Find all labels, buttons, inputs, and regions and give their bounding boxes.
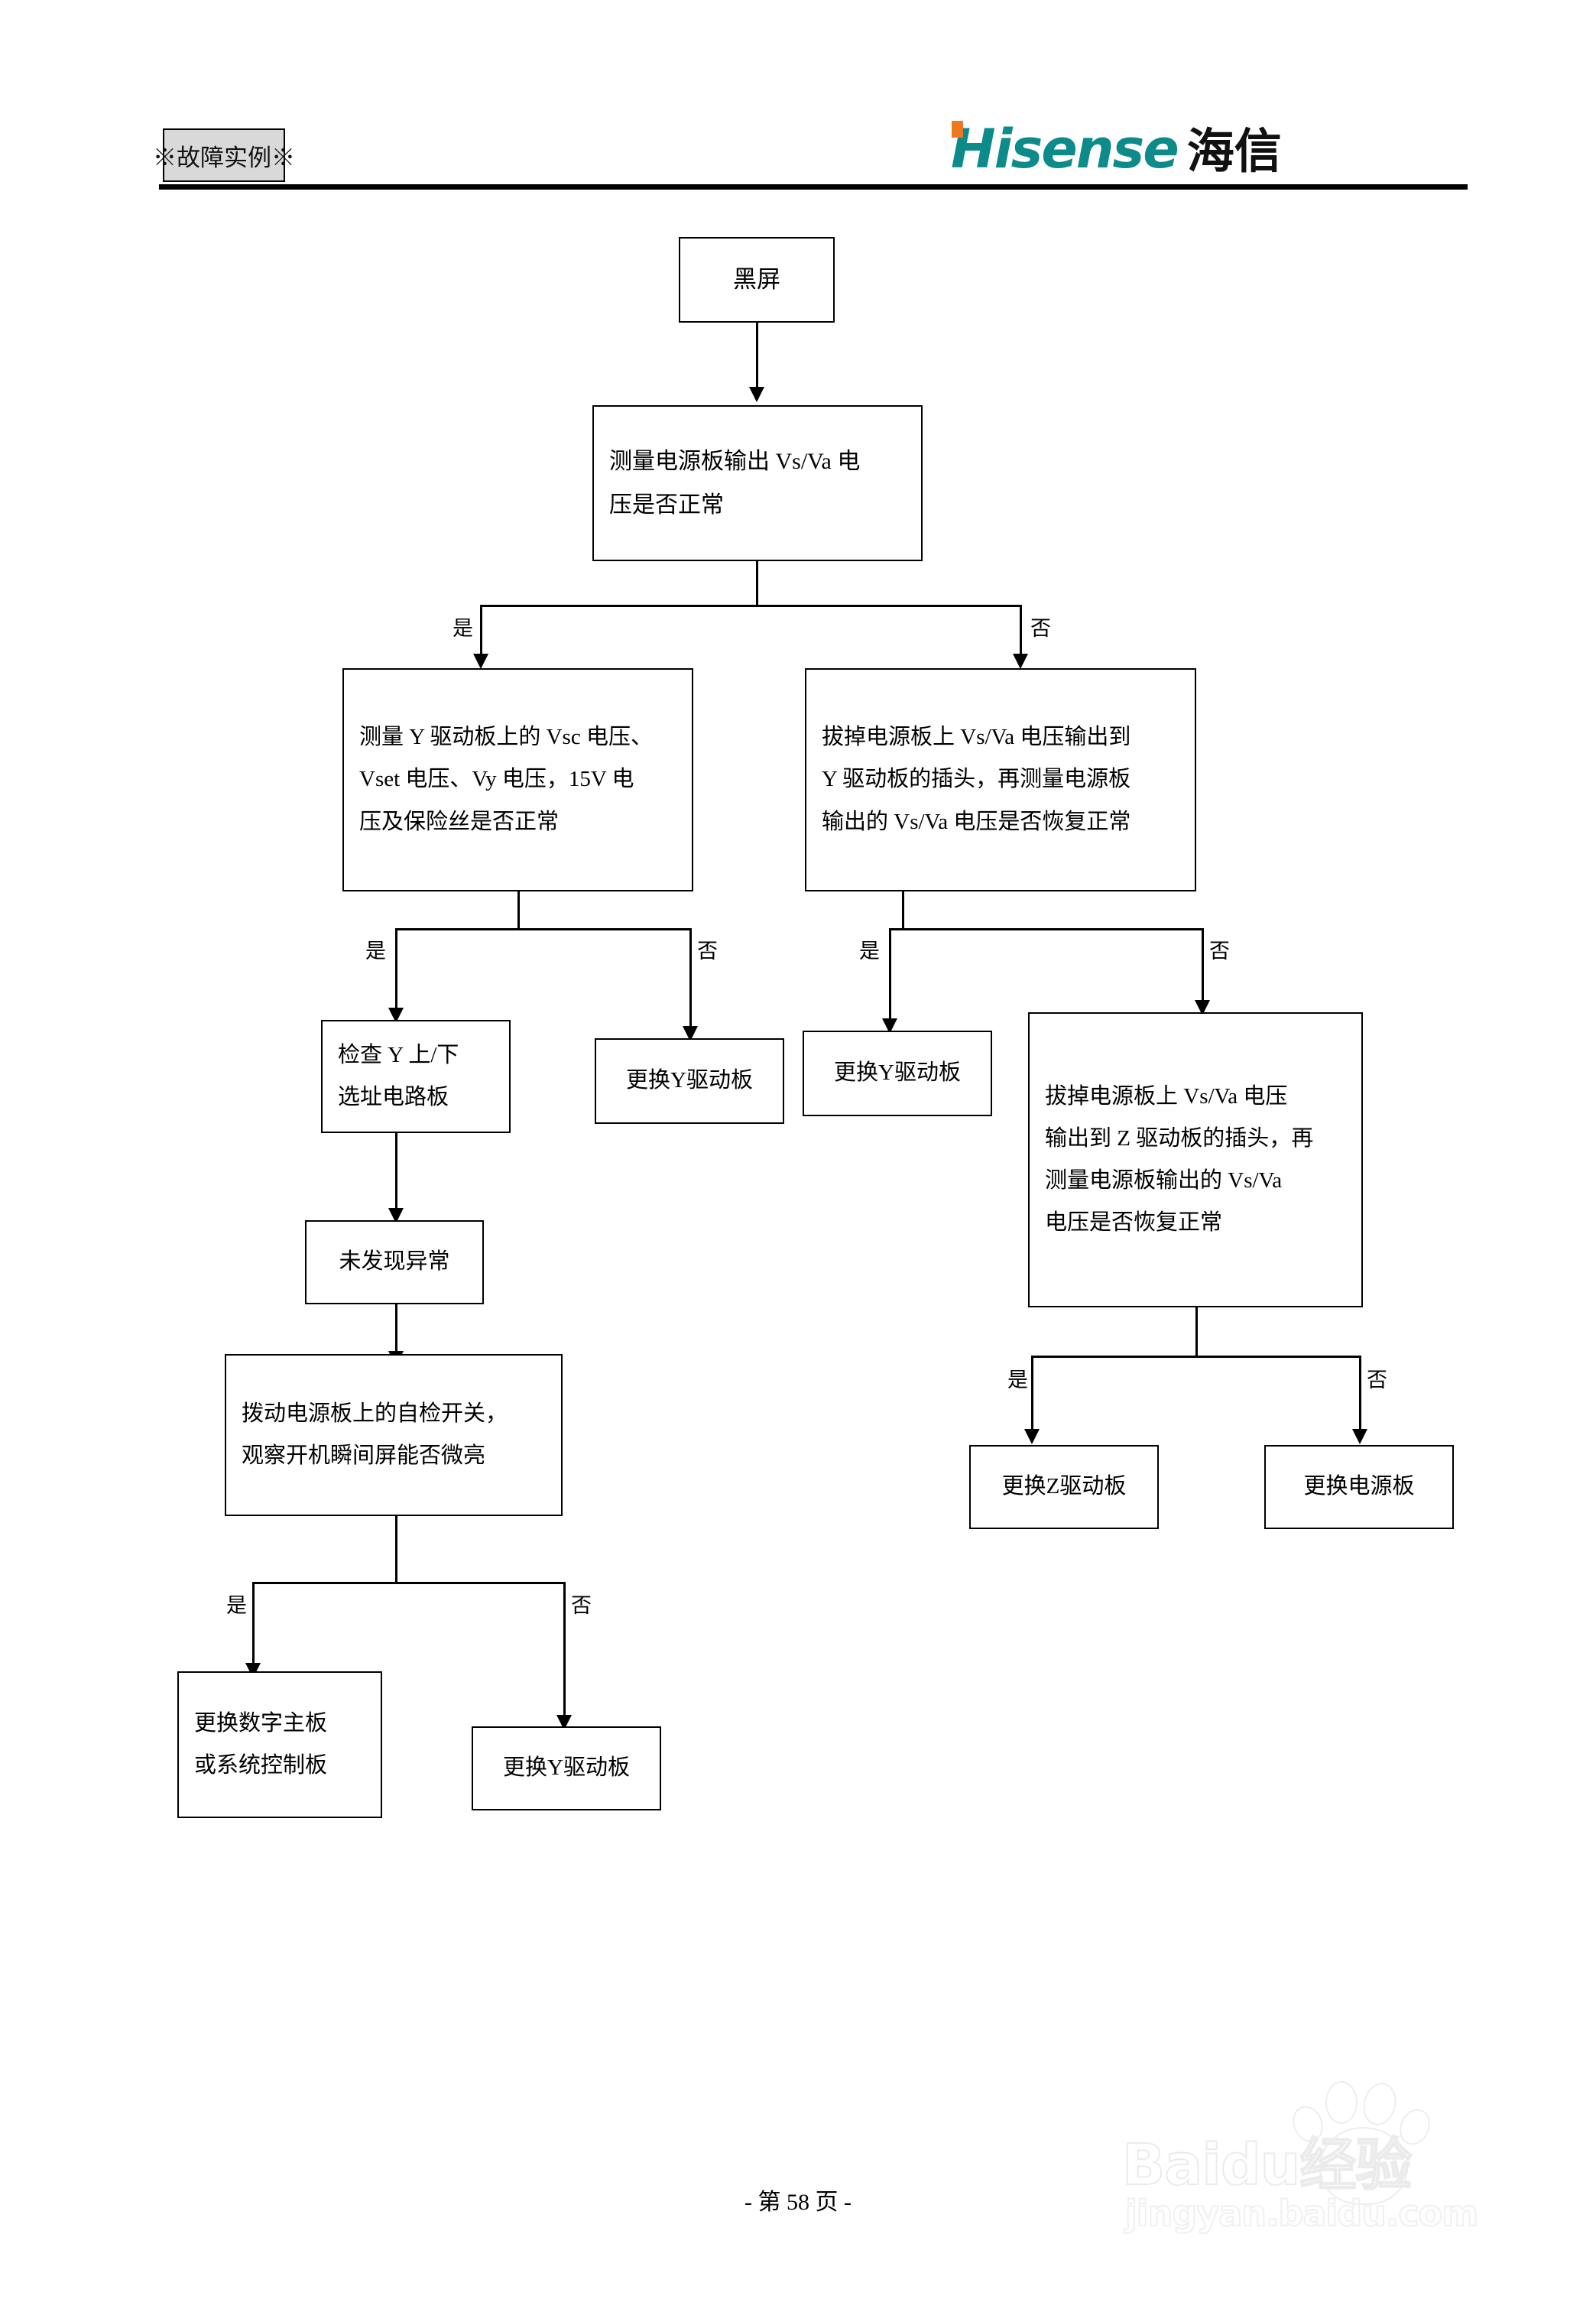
flow-node-measure-psu-vsva: 测量电源板输出 Vs/Va 电 压是否正常 [592,405,923,561]
connector-n4-bus [889,928,1204,930]
connector-n4-no-drop [1202,928,1204,1003]
connector-n9-n10 [395,1304,397,1354]
edge-label-no: 否 [571,1594,592,1617]
node-line: 未发现异常 [339,1249,450,1275]
header-divider-rule [159,184,1468,190]
edge-label-no: 否 [1209,940,1230,963]
flow-node-unplug-y-board-connector: 拔掉电源板上 Vs/Va 电压输出到 Y 驱动板的插头，再测量电源板 输出的 V… [805,668,1196,891]
logo-latin-text: Hisense [951,118,1179,180]
connector-n2-yes-drop [480,605,482,657]
connector-n10-bus [252,1582,566,1584]
section-tag-fault-examples: ※故障实例※ [153,128,295,182]
connector-n10-yes-drop [252,1582,255,1666]
edge-label-no: 否 [1367,1369,1387,1391]
arrowhead-n1-n2 [749,387,764,402]
flow-node-replace-power-board: 更换电源板 [1264,1445,1454,1529]
connector-n8-yes-drop [1031,1356,1033,1432]
node-line: 测量 Y 驱动板上的 Vsc 电压、 [359,725,653,750]
flow-node-black-screen: 黑屏 [679,237,835,323]
flow-node-unplug-z-board-connector: 拔掉电源板上 Vs/Va 电压 输出到 Z 驱动板的插头，再 测量电源板输出的 … [1028,1012,1363,1307]
hisense-logo: Hisense 海信 [951,118,1282,182]
node-line: 更换数字主板 [194,1710,328,1736]
edge-label-yes: 是 [859,940,880,963]
node-line: 更换Z驱动板 [1001,1474,1127,1499]
flow-node-replace-digital-mainboard: 更换数字主板 或系统控制板 [177,1671,382,1818]
connector-n3-bus [395,928,692,930]
edge-label-yes: 是 [1007,1369,1028,1391]
connector-n8-stem [1195,1307,1198,1357]
node-line: 压及保险丝是否正常 [359,809,560,834]
edge-label-no: 否 [1030,617,1051,640]
node-line: 测量电源板输出 Vs/Va 电 [609,449,861,474]
connector-n4-yes-drop [889,928,891,1021]
node-line: 更换Y驱动板 [834,1060,961,1086]
arrowhead-n2-no [1013,654,1028,669]
node-line: 输出的 Vs/Va 电压是否恢复正常 [822,809,1131,834]
node-line: Y 驱动板的插头，再测量电源板 [822,767,1131,792]
node-line: 更换Y驱动板 [626,1068,753,1093]
node-line: Vset 电压、Vy 电压，15V 电 [359,767,634,792]
flow-node-no-abnormality: 未发现异常 [305,1220,484,1304]
connector-n8-no-drop [1359,1356,1361,1432]
arrowhead-n4-yes [882,1018,897,1034]
watermark-url: jingyan.baidu.com [1124,2192,1479,2235]
flow-node-replace-z-board: 更换Z驱动板 [969,1445,1159,1529]
connector-n10-stem [395,1516,397,1583]
baidu-jingyan-watermark: Baidu经验 jingyan.baidu.com [1121,2079,1512,2255]
node-line: 电压是否恢复正常 [1045,1210,1223,1236]
node-line: 测量电源板输出的 Vs/Va [1045,1168,1283,1193]
flow-node-replace-y-board-a: 更换Y驱动板 [595,1038,784,1124]
arrowhead-n4-no [1195,1000,1210,1015]
connector-n2-stem [756,561,758,606]
connector-n3-stem [517,891,520,930]
connector-n8-bus [1031,1356,1361,1358]
connector-n4-stem [902,891,904,930]
arrowhead-n3-yes [388,1008,404,1023]
node-line: 黑屏 [733,265,780,293]
connector-n3-no-drop [689,928,692,1029]
node-line: 拨动电源板上的自检开关， [242,1401,508,1426]
connector-n5-n9 [395,1133,397,1211]
connector-n2-bus [480,605,1022,607]
connector-n1-n2 [756,323,758,390]
connector-n3-yes-drop [395,928,397,1011]
edge-label-yes: 是 [226,1594,247,1617]
node-line: 更换电源板 [1303,1474,1415,1499]
arrowhead-n8-yes [1024,1429,1040,1444]
flow-node-check-y-address-board: 检查 Y 上/下 选址电路板 [321,1020,511,1133]
node-line: 输出到 Z 驱动板的插头，再 [1045,1125,1314,1151]
logo-accent-mark [952,121,963,138]
node-line: 拔掉电源板上 Vs/Va 电压 [1045,1083,1288,1109]
arrowhead-n8-no [1352,1429,1367,1444]
edge-label-yes: 是 [453,617,473,640]
edge-label-no: 否 [697,940,718,963]
page-number-footer: - 第 58 页 - [744,2190,852,2215]
arrowhead-n3-no [683,1026,698,1041]
flow-node-replace-y-board-c: 更换Y驱动板 [472,1726,661,1810]
node-line: 拔掉电源板上 Vs/Va 电压输出到 [822,725,1131,750]
flow-node-replace-y-board-b: 更换Y驱动板 [803,1031,992,1116]
node-line: 更换Y驱动板 [503,1755,630,1781]
node-line: 压是否正常 [609,492,724,518]
node-line: 检查 Y 上/下 [338,1042,459,1067]
flow-node-measure-y-board-voltages: 测量 Y 驱动板上的 Vsc 电压、 Vset 电压、Vy 电压，15V 电 压… [342,668,693,891]
arrowhead-n2-yes [473,654,488,669]
logo-cjk-text: 海信 [1186,123,1282,179]
arrowhead-n5-n9 [388,1208,404,1223]
connector-n10-no-drop [563,1582,566,1718]
connector-n2-no-drop [1020,605,1022,657]
flow-node-toggle-selftest-switch: 拨动电源板上的自检开关， 观察开机瞬间屏能否微亮 [225,1354,563,1516]
edge-label-yes: 是 [365,940,386,963]
node-line: 观察开机瞬间屏能否微亮 [242,1443,486,1468]
node-line: 或系统控制板 [194,1753,328,1778]
watermark-title: Baidu经验 [1121,2132,1413,2199]
node-line: 选址电路板 [338,1085,449,1109]
